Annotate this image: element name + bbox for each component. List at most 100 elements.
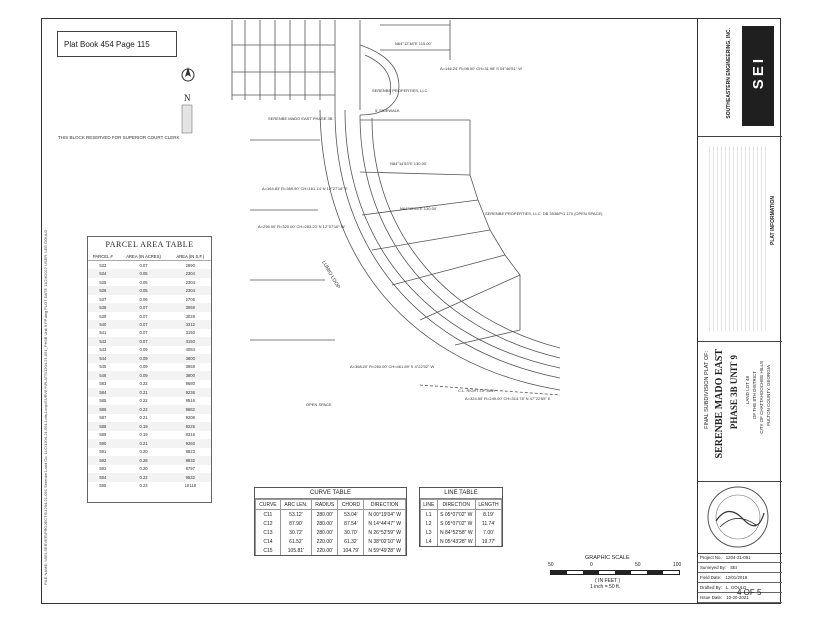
project-info-row: Drafted By:L. GOULD [698,583,782,593]
phase-name: PHASE 3B UNIT 9 [729,355,739,430]
table-cell: 536 [88,286,118,295]
table-cell: 3028 [185,313,195,319]
table-cell: 3150 [169,337,211,346]
land-lot: LAND LOT 48 [745,376,750,405]
table-cell: 0.05 [117,286,170,295]
table-cell: 104.79' [337,546,365,555]
table-cell: 0.19 [139,432,148,438]
table-cell: 0.06 [139,296,148,302]
company-logo-block: SEI SOUTHEASTERN ENGINEERING, INC. [698,18,782,137]
table-cell: 87.90' [279,519,312,528]
table-cell: 9208 [185,415,195,421]
table-cell: 220.00' [310,546,339,555]
table-cell: 9516 [185,398,195,404]
table-cell: 0.22 [117,405,170,414]
table-cell: 588 [88,422,118,431]
table-cell: 19.77' [475,537,502,546]
column-header: AREA (IN ACRES) [117,253,170,261]
table-cell: N 38°02'10" W [363,537,406,546]
scale-tick: 100 [673,562,682,568]
title-block: SEI SOUTHEASTERN ENGINEERING, INC. PLAT … [697,18,782,604]
table-cell: 0.21 [117,439,170,448]
table-cell: 8316 [185,432,195,438]
table-cell: 539 [99,313,107,319]
scale-tick: 50 [548,562,554,568]
row-label: C.L. RIGHT-OF-WAY [458,388,496,393]
table-cell: 0.22 [139,398,148,404]
table-cell: 540 [88,320,118,329]
table-cell: 0.05 [117,269,170,278]
table-cell: 0.09 [139,364,148,370]
plat-info-heading: PLAT INFORMATION [770,196,776,245]
table-cell: L1 [420,509,438,519]
curve-c-label: A=368.20' R=260.00' CH=461.89' S 4°22'52… [350,364,434,369]
table-cell: S 05°07'02" W [436,509,477,519]
table-cell: 590 [88,439,118,448]
table-cell: 2304 [169,286,211,295]
table-cell: 0.05 [139,279,148,285]
table-cell: 0.07 [117,320,170,329]
sei-logo-text: SEI [750,56,767,90]
table-cell: 8797 [185,466,195,472]
column-header: DIRECTION [436,499,477,510]
sidewalk-label: 5' SIDEWALK [375,108,400,113]
curve-a-label: A=164.83' R=369.90' CH=161.14' N 12°27'1… [262,186,348,191]
table-cell: 595 [99,483,107,489]
table-cell: L3 [420,528,438,537]
table-cell: 543 [99,347,107,353]
column-header: DIRECTION [363,499,406,510]
county: FULTON COUNTY, GEORGIA [766,365,771,426]
column-header: CURVE [255,499,281,510]
plat-information-section: PLAT INFORMATION [698,136,782,342]
table-cell: C14 [255,537,281,546]
table-cell: 535 [99,279,107,285]
parcel-area-table: PARCEL AREA TABLE PARCEL #AREA (IN ACRES… [87,236,212,503]
table-cell: 589 [99,432,107,438]
plat-drawing: A=146.24' R=98.00' CH=31.98' S 04°46'51"… [231,20,603,407]
table-cell: 545 [99,364,107,370]
north-arrow: N [178,65,198,140]
plat-title: FINAL SUBDIVISION PLAT OF: [704,351,710,429]
column-header: LENGTH [475,499,502,510]
column-header: LINE [420,499,438,510]
bearing-2-label: N64°12'25"E 130.00' [400,206,437,211]
reserved-note: THIS BLOCK RESERVED FOR SUPERIOR COURT C… [58,135,180,140]
column-header: CHORD [337,499,365,510]
table-cell: 53.12' [279,509,312,519]
table-cell: 9682 [169,405,211,414]
table-cell: L2 [420,519,438,528]
table-cell: 0.21 [117,388,170,397]
table-cell: 2705 [185,296,195,302]
table-cell: 0.07 [117,303,170,312]
project-info-row: Issue Date:10-20-2021 [698,593,782,603]
table-cell: 8823 [185,449,195,455]
scale-bar [550,570,680,575]
table-cell: 0.07 [117,337,170,346]
table-cell: 0.22 [139,381,148,387]
curve-table-title: CURVE TABLE [255,488,406,499]
table-cell: 53.04' [337,509,365,519]
table-cell: C11 [255,509,281,519]
sei-logo: SEI [742,26,774,126]
project-info-row: Field Date:12/01/2019 [698,573,782,583]
table-cell: 587 [99,415,107,421]
graphic-scale: GRAPHIC SCALE 50 0 50 100 ( IN FEET ) 1 … [545,555,685,600]
plat-info-notes [706,146,766,331]
table-cell: 594 [88,473,118,482]
project-title-section: FINAL SUBDIVISION PLAT OF: SERENBE MADO … [698,341,782,482]
table-cell: 3069 [169,303,211,312]
